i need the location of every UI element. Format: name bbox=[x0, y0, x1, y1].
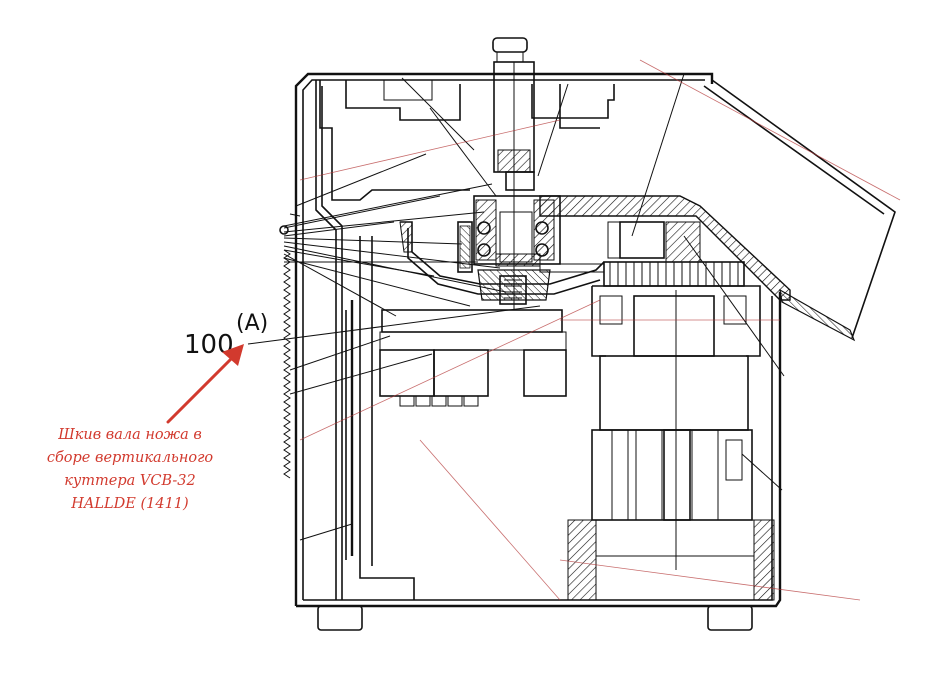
part-callout: 100 (A) bbox=[184, 311, 268, 360]
top-lid bbox=[319, 79, 896, 339]
leader-lines bbox=[247, 73, 785, 541]
control-board bbox=[379, 309, 567, 407]
knife-shaft-pulley bbox=[399, 221, 605, 305]
feet bbox=[317, 605, 753, 631]
construction-lines bbox=[299, 59, 901, 601]
cover-plate bbox=[539, 195, 856, 342]
caption-line: сборе вертикального bbox=[46, 450, 214, 466]
part-caption: Шкив вала ножа в сборе вертикального кут… bbox=[30, 424, 230, 516]
callout-number: 100 bbox=[184, 330, 234, 360]
knife-shaft bbox=[492, 37, 535, 310]
caption-line: HALLDE (1411) bbox=[71, 496, 189, 512]
spring-coil bbox=[283, 249, 291, 479]
red-arrow bbox=[166, 344, 244, 424]
bearing-assembly bbox=[457, 195, 561, 273]
motor bbox=[567, 285, 775, 601]
caption-line: Шкив вала ножа в bbox=[58, 427, 202, 443]
callout-letter: (A) bbox=[236, 311, 268, 336]
caption-line: куттера VCB-32 bbox=[64, 473, 196, 489]
housing-outline bbox=[294, 72, 782, 608]
